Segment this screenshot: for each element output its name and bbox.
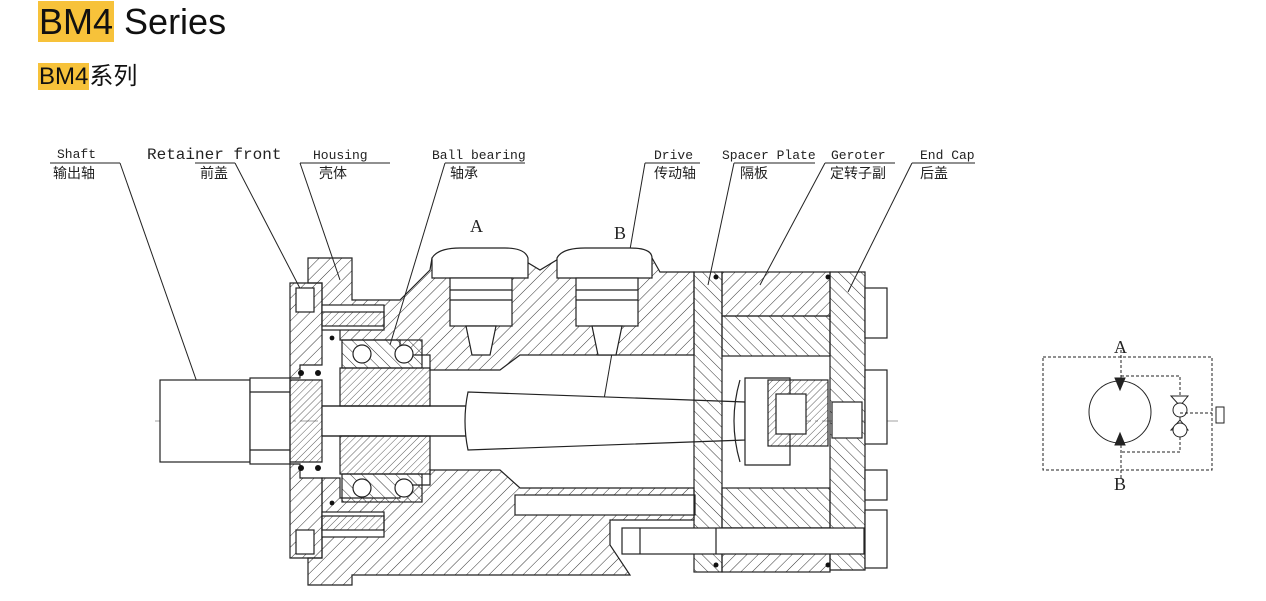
callout-shaft: Shaft 输出轴 [50,147,206,406]
subtitle-rest: 系列 [89,63,138,90]
callout-drive: Drive 传动轴 [602,148,700,406]
output-shaft [159,377,473,465]
callout-retainer-front: Retainer front 前盖 [147,146,306,299]
symbol-port-b: B [1114,474,1126,494]
motor-body [155,247,900,586]
callout-endcap-cn: 后盖 [920,166,948,182]
callout-retainer-cn: 前盖 [200,165,228,182]
callout-spacer-en: Spacer Plate [722,148,816,163]
callout-spacer-plate: Spacer Plate 隔板 [707,148,816,286]
title-model: BM4 [38,1,115,42]
ball-bearing-upper [341,339,423,369]
callout-geroter: Geroter 定转子副 [759,148,895,286]
callout-housing: Housing 壳体 [299,148,390,281]
front-retainer [289,282,323,559]
drain-port-box [1215,406,1225,424]
page-subtitle: BM4系列 [38,62,137,92]
port-b-label: B [614,223,626,243]
page-title: BM4 Series [38,1,227,42]
callout-bearing-cn: 轴承 [450,166,478,182]
callout-geroter-cn: 定转子副 [830,166,886,182]
bolt-heads [864,287,888,569]
port-a-label: A [470,216,483,236]
callout-shaft-en: Shaft [57,147,96,162]
callout-end-cap: End Cap 后盖 [847,148,975,293]
callout-spacer-cn: 隔板 [740,166,768,182]
callout-shaft-cn: 输出轴 [53,166,95,182]
tie-bolt [621,527,865,555]
callout-endcap-en: End Cap [920,148,975,163]
drive-shaft [464,377,829,466]
callout-geroter-en: Geroter [831,148,886,163]
symbol-port-a: A [1114,337,1127,357]
subtitle-model: BM4 [38,63,90,90]
hydraulic-symbol: A B [1042,337,1225,494]
callout-retainer-en: Retainer front [147,146,281,164]
callout-housing-cn: 壳体 [319,165,347,182]
end-cap [829,271,866,571]
callout-bearing-en: Ball bearing [432,148,526,163]
title-rest: Series [114,1,227,42]
spacer-plate [693,271,723,573]
port-plug-a [431,247,529,356]
seals [298,274,831,568]
ball-bearing-lower [341,473,423,503]
callout-housing-en: Housing [313,148,368,163]
port-plug-b [556,247,653,356]
callout-drive-en: Drive [654,148,693,163]
callout-drive-cn: 传动轴 [654,166,696,182]
